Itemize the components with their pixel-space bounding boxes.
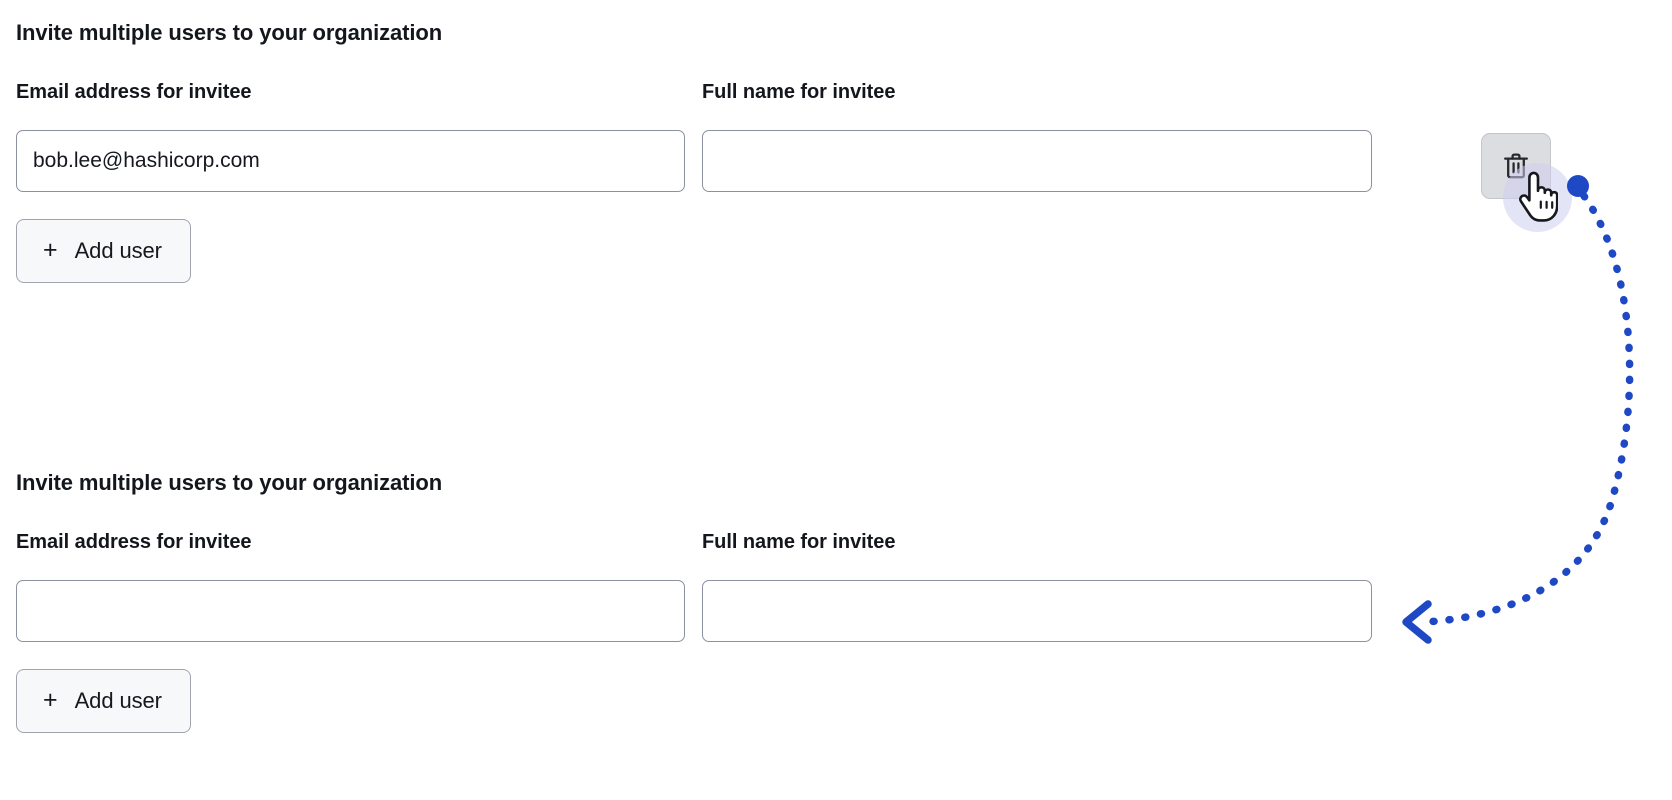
email-input[interactable] <box>16 130 685 192</box>
full-name-input[interactable] <box>702 580 1372 642</box>
add-user-button[interactable]: + Add user <box>16 219 191 283</box>
trash-icon <box>1503 152 1529 180</box>
email-field-label: Email address for invitee <box>16 81 252 103</box>
email-field-label: Email address for invitee <box>16 531 252 553</box>
add-user-button[interactable]: + Add user <box>16 669 191 733</box>
email-input[interactable] <box>16 580 685 642</box>
plus-icon: + <box>43 235 58 264</box>
full-name-field-label: Full name for invitee <box>702 531 896 553</box>
add-user-button-label: Add user <box>74 238 162 263</box>
delete-invitee-button[interactable] <box>1481 133 1551 199</box>
plus-icon: + <box>43 685 58 714</box>
full-name-input[interactable] <box>702 130 1372 192</box>
full-name-field-label: Full name for invitee <box>702 81 896 103</box>
section-title: Invite multiple users to your organizati… <box>16 470 443 495</box>
section-title: Invite multiple users to your organizati… <box>16 20 443 45</box>
add-user-button-label: Add user <box>74 688 162 713</box>
annotation-origin-dot <box>1567 175 1589 197</box>
